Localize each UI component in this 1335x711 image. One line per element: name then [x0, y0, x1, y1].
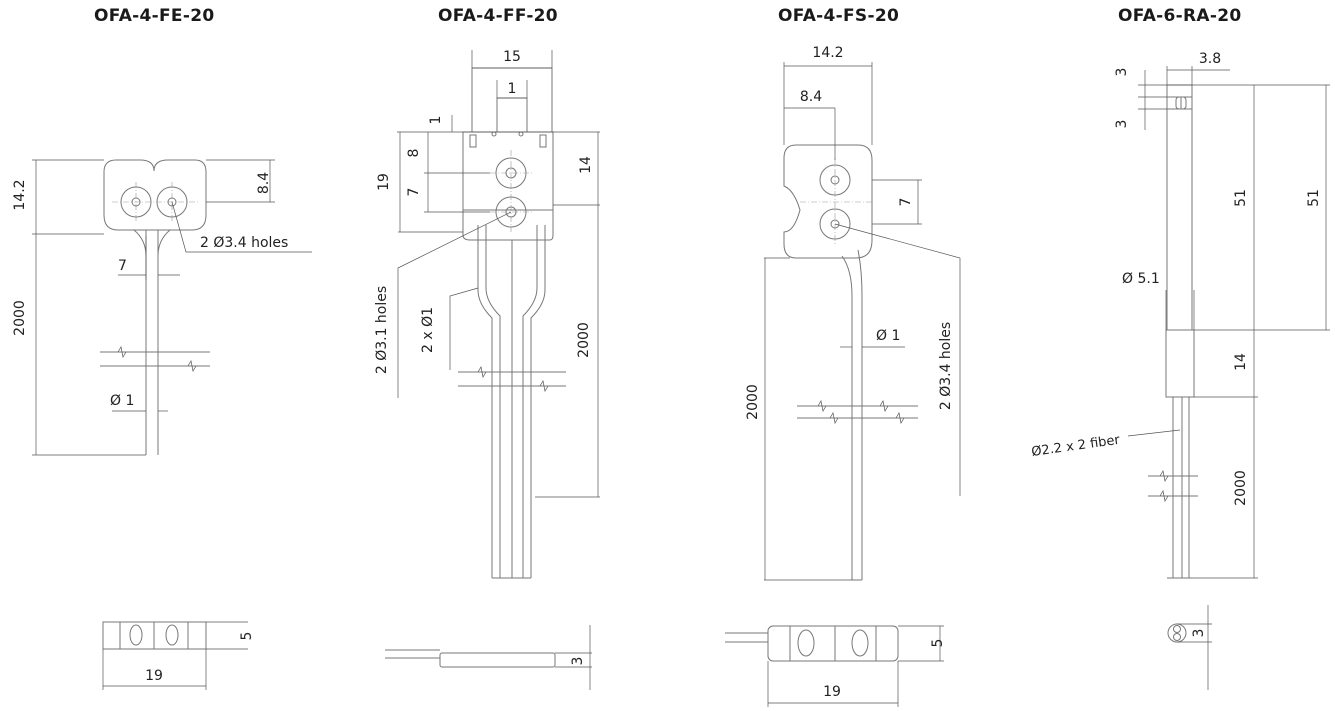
fe-label-holes: 2 Ø3.4 holes [200, 235, 288, 251]
drawing-ofa-6-ra-20: 3.8 3 3 51 51 Ø 5.1 14 Ø2.2 x 2 fiber 20… [1030, 51, 1330, 690]
ra-dim-51-b: 51 [1306, 189, 1322, 207]
fe-fiber-right [157, 229, 171, 455]
ra-dim-3-8: 3.8 [1199, 51, 1221, 67]
fs-fiber [841, 249, 863, 580]
fs-label-holes: 2 Ø3.4 holes [938, 322, 954, 410]
ra-dim-3-top: 3 [1114, 68, 1130, 77]
fe-dim-2000: 2000 [12, 300, 28, 336]
ra-fibers [1172, 397, 1190, 578]
ra-dim-phi5-1: Ø 5.1 [1122, 271, 1160, 287]
fs-dim-phi1: Ø 1 [876, 328, 900, 344]
drawing-ofa-4-ff-20: 15 1 1 19 8 7 14 2 Ø3.1 holes 2 x Ø1 200… [374, 49, 600, 690]
title-ofa-4-fe-20: OFA-4-FE-20 [94, 6, 215, 26]
fs-dim-8-4: 8.4 [800, 89, 822, 105]
ra-sensor-body [1166, 84, 1193, 331]
ra-dim-14: 14 [1233, 353, 1249, 371]
ra-dim-51-a: 51 [1233, 189, 1249, 207]
ff-label-fibers: 2 x Ø1 [420, 307, 436, 353]
ff-top-tab [471, 67, 553, 133]
fe-dim-7: 7 [118, 258, 127, 274]
ff-dim-3: 3 [570, 657, 586, 666]
fs-dim-5: 5 [930, 639, 946, 648]
fs-dim-19: 19 [823, 684, 841, 700]
fs-dim-14-2: 14.2 [812, 45, 843, 61]
fs-bottom-view [767, 625, 899, 662]
fe-dim-8-4: 8.4 [256, 172, 272, 194]
drawing-ofa-4-fs-20: 14.2 8.4 7 Ø 1 2000 2 Ø3.4 holes 5 19 [725, 45, 961, 707]
title-ofa-4-ff-20: OFA-4-FF-20 [438, 6, 558, 26]
drawing-ofa-4-fe-20: 14.2 8.4 7 2000 Ø 1 2 Ø3.4 holes 5 19 [12, 159, 312, 690]
ff-side-view [439, 652, 556, 668]
fe-dim-phi1: Ø 1 [110, 393, 134, 409]
fe-dim-19: 19 [145, 668, 163, 684]
ff-label-holes: 2 Ø3.1 holes [374, 286, 390, 374]
title-ofa-6-ra-20: OFA-6-RA-20 [1118, 6, 1242, 26]
ff-dim-2000: 2000 [576, 322, 592, 358]
fe-dim-14-2: 14.2 [12, 179, 28, 210]
fs-dim-7: 7 [898, 198, 914, 207]
ff-dim-7: 7 [406, 188, 422, 197]
title-ofa-4-fs-20: OFA-4-FS-20 [778, 6, 900, 26]
ra-label-fiber: Ø2.2 x 2 fiber [1030, 433, 1121, 460]
ff-dim-1-side: 1 [428, 116, 444, 125]
fe-head-outline [103, 159, 207, 231]
ff-dim-1-top: 1 [508, 81, 517, 97]
fs-head-outline [783, 144, 873, 259]
ff-dim-14: 14 [578, 156, 594, 174]
ra-dim-3-mid: 3 [1114, 120, 1130, 129]
fe-fiber-left [133, 229, 147, 455]
ff-dim-15: 15 [503, 49, 521, 65]
ra-sleeve [1165, 329, 1195, 398]
ff-fibers [477, 225, 546, 578]
fe-dim-5: 5 [239, 632, 255, 641]
fs-dim-2000: 2000 [745, 384, 761, 420]
ff-dim-8: 8 [406, 149, 422, 158]
ra-dim-3: 3 [1191, 629, 1207, 638]
ra-dim-2000: 2000 [1233, 470, 1249, 506]
ff-dim-19: 19 [376, 173, 392, 191]
